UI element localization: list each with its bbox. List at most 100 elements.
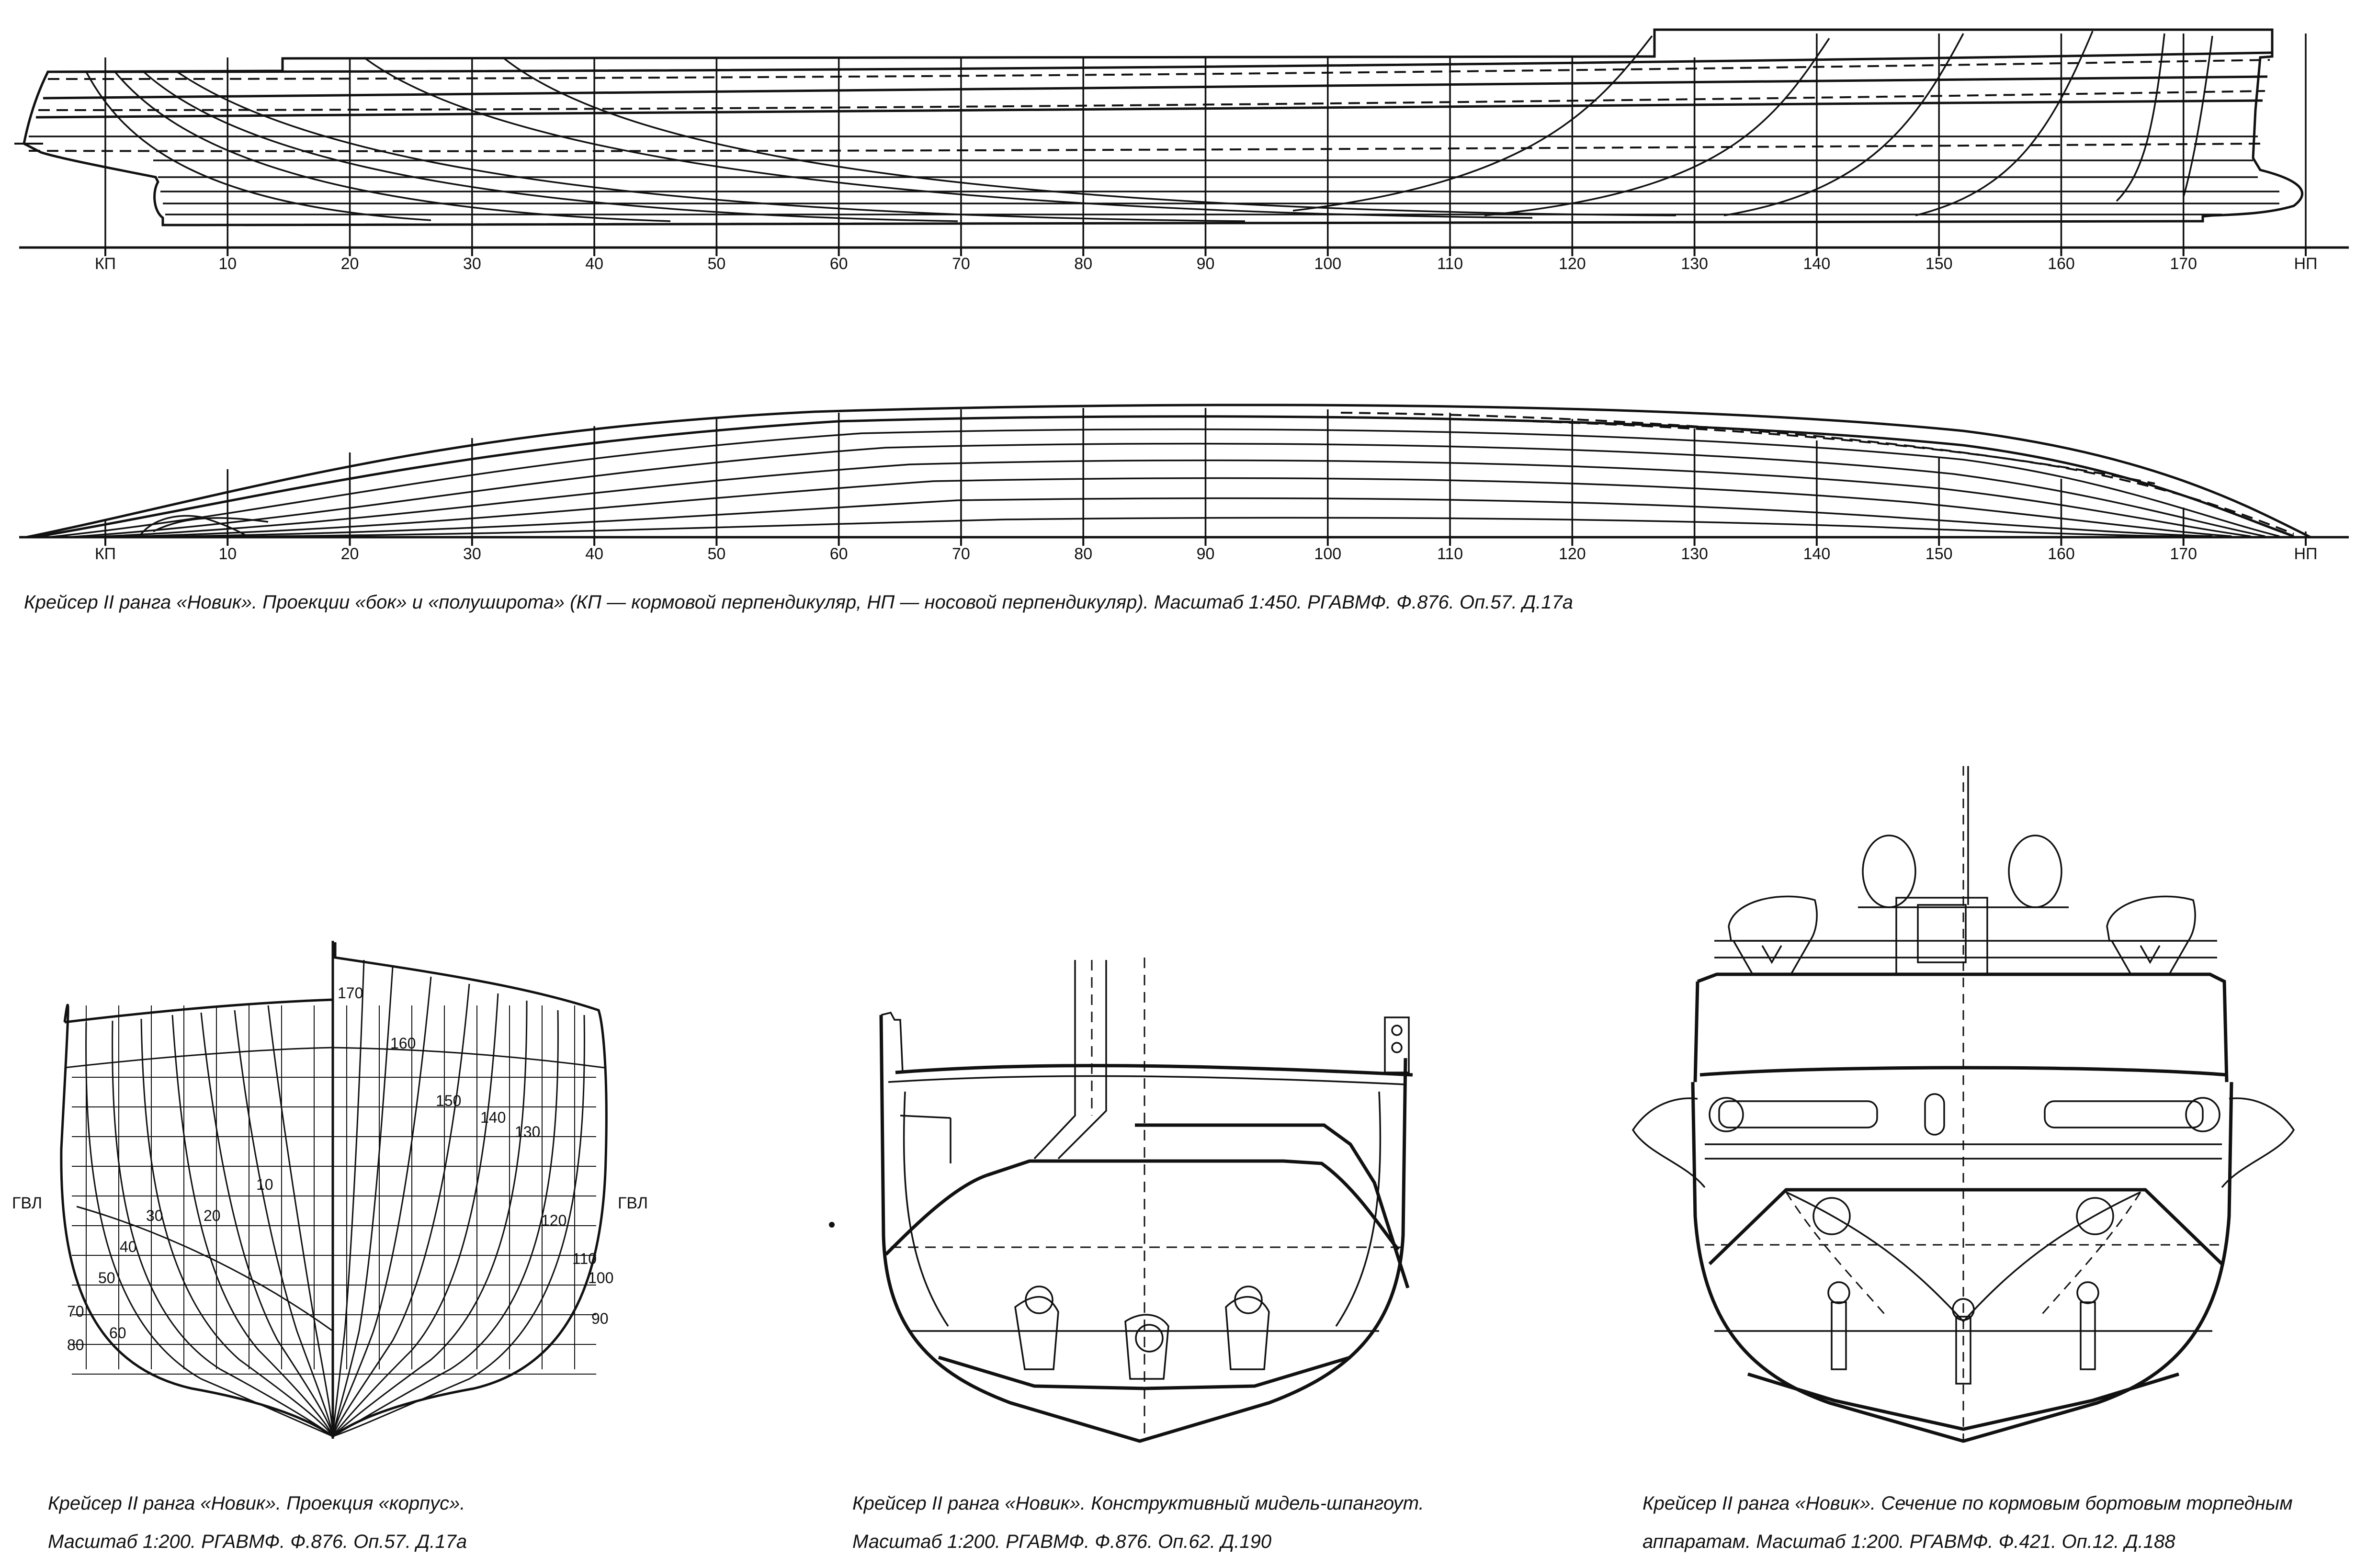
midship-gun-pedestal-right: [1384, 1016, 1410, 1073]
midship-upper-deck: [888, 1075, 1406, 1085]
torpedo-superstructure-side: [1693, 981, 1699, 1083]
torpedo-tube-right: [2044, 1100, 2204, 1128]
profile-station-label: 170: [2170, 255, 2197, 273]
torpedo-caption-line2: аппаратам. Масштаб 1:200. РГАВМФ. Ф.421.…: [1642, 1531, 2175, 1552]
half-breadth-station-label: 10: [218, 545, 237, 563]
profile-station-label: 140: [1803, 255, 1831, 273]
body-plan-fwd-frame-label: 120: [541, 1212, 566, 1229]
body-plan-frame-fwd: [332, 959, 365, 1437]
midship-platform-deck: [1135, 1123, 1410, 1289]
midship-bulkhead: [900, 1115, 951, 1119]
profile-station-label: 160: [2048, 255, 2075, 273]
body-plan-frame-fwd: [332, 967, 394, 1437]
torpedo-floor-hole: [1827, 1281, 1850, 1304]
body-plan-caption-line2: Масштаб 1:200. РГАВМФ. Ф.876. Оп.57. Д.1…: [48, 1531, 467, 1552]
half-breadth-station-label: 70: [952, 545, 970, 563]
body-plan-aft-frame-label: 30: [146, 1207, 163, 1224]
profile-bow-curve: [1484, 38, 1830, 216]
half-breadth-dashed-line: [1532, 420, 2155, 485]
body-plan-fwd-frame-label: 90: [591, 1310, 609, 1327]
profile-bow-curve: [1915, 31, 2094, 216]
body-plan-frame-fwd: [332, 1000, 528, 1437]
midship-pedestal-hole: [1391, 1025, 1403, 1036]
half-breadth-station-label: 60: [830, 545, 848, 563]
midship-caption-line2: Масштаб 1:200. РГАВМФ. Ф.876. Оп.62. Д.1…: [852, 1531, 1272, 1552]
body-plan-wl-label-left: ГВЛ: [12, 1194, 42, 1212]
torpedo-tube-left: [1718, 1100, 1878, 1128]
body-plan-aft-frame-label: 70: [67, 1303, 84, 1320]
torpedo-boat-right: [2106, 895, 2196, 942]
profile-station-label: 20: [341, 255, 359, 273]
torpedo-tube-mouth-right: [2185, 1097, 2220, 1132]
profile-station-label: 10: [218, 255, 237, 273]
profile-buttock: [177, 71, 1246, 222]
torpedo-floor: [1831, 1301, 1847, 1370]
half-breadth-station-label: 100: [1314, 545, 1341, 563]
half-breadth-station-label: НП: [2294, 545, 2318, 563]
midship-lightening-hole: [1234, 1286, 1263, 1314]
torpedo-caption-line1: Крейсер II ранга «Новик». Сечение по кор…: [1642, 1493, 2293, 1514]
body-plan-fwd-frame-label: 160: [390, 1035, 416, 1052]
profile-bow-curve: [1292, 35, 1653, 212]
torpedo-bottom-plating: [1747, 1372, 2180, 1431]
half-breadth-station-label: 170: [2170, 545, 2197, 563]
torpedo-tank: [1812, 1197, 1851, 1235]
half-breadth-waterline: [153, 517, 2194, 538]
midship-caption-line1: Крейсер II ранга «Новик». Конструктивный…: [852, 1493, 1424, 1514]
half-breadth-waterline: [33, 415, 2294, 539]
profile-station-label: 90: [1197, 255, 1215, 273]
body-plan-frame-fwd: [332, 1010, 559, 1437]
body-plan-fwd-frame-label: 130: [515, 1123, 540, 1140]
profile-stations: [104, 34, 2307, 256]
profile-station-label: 70: [952, 255, 970, 273]
midship-pedestal-hole: [1391, 1042, 1403, 1053]
half-breadth-stations: [104, 408, 2307, 546]
half-breadth-station-label: 90: [1197, 545, 1215, 563]
half-breadth-station-label: 40: [585, 545, 603, 563]
body-plan-frame-aft: [76, 1206, 333, 1332]
midship-floor: [1124, 1314, 1169, 1380]
torpedo-mast-head: [1917, 904, 1967, 963]
midship-floor: [1225, 1296, 1270, 1370]
half-breadth-station-label: 130: [1681, 545, 1708, 563]
body-plan-outline: [60, 942, 608, 1438]
profile-station-label: 120: [1559, 255, 1586, 273]
midship-floor: [1014, 1296, 1059, 1370]
torpedo-hatch: [1924, 1093, 1945, 1136]
half-breadth-waterline: [47, 428, 2280, 538]
torpedo-main-deck: [1699, 1066, 2227, 1077]
body-plan-frame-fwd: [332, 1015, 585, 1437]
midship-main-deck: [895, 1064, 1413, 1077]
body-plan-frame-aft: [112, 1020, 333, 1437]
torpedo-tank: [2076, 1197, 2114, 1235]
half-breadth-station-label: 30: [463, 545, 481, 563]
body-plan-aft-frame-label: 50: [98, 1269, 115, 1286]
midship-lightening-hole: [1135, 1324, 1164, 1353]
profile-buttock: [502, 56, 1676, 216]
profile-station-label: 80: [1074, 255, 1092, 273]
body-plan-aft-frame-label: 10: [256, 1176, 273, 1193]
half-breadth-dashed-line: [1340, 412, 2294, 535]
profile-buttock: [143, 71, 958, 222]
profile-dashed-line: [28, 143, 2261, 152]
midship-lightening-hole: [1025, 1286, 1053, 1314]
half-breadth-stern-curve: [138, 515, 249, 538]
half-breadth-station-label: 110: [1437, 545, 1463, 563]
profile-station-label: 40: [585, 255, 603, 273]
torpedo-searchlight-left: [1862, 835, 1916, 908]
profile-station-label: 130: [1681, 255, 1708, 273]
torpedo-deckhouse: [1895, 897, 1988, 975]
midship-gun-pedestal-left: [881, 1011, 904, 1073]
half-breadth-station-label: КП: [95, 545, 116, 563]
profile-station-label: 30: [463, 255, 481, 273]
torpedo-floor: [1955, 1316, 1971, 1385]
midship-dot: [829, 1222, 835, 1228]
body-plan-caption-line1: Крейсер II ранга «Новик». Проекция «корп…: [48, 1493, 465, 1514]
torpedo-dashed-curve: [2039, 1192, 2141, 1317]
midship-inner-bottom-aft: [884, 1173, 987, 1256]
